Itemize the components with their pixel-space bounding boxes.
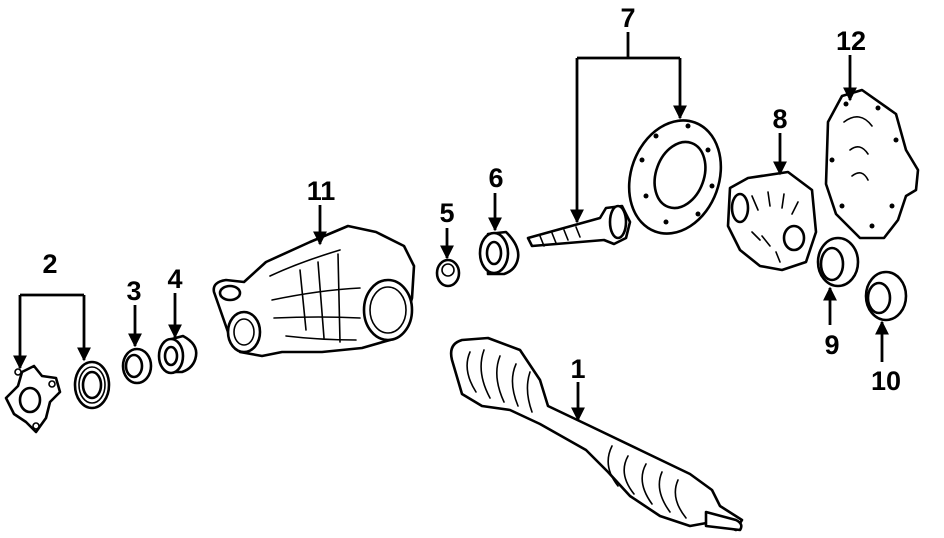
part-2-flange	[4, 364, 62, 434]
callout-10: 10	[871, 366, 901, 396]
part-4-bearing	[157, 334, 198, 375]
part-7-pinion	[526, 204, 632, 248]
part-3-race	[121, 347, 153, 385]
part-10-seal	[864, 270, 908, 322]
callout-8: 8	[772, 104, 787, 134]
callout-7: 7	[620, 3, 635, 33]
part-5-bushing	[435, 258, 461, 288]
callout-6: 6	[488, 163, 503, 193]
callout-numbers: 2 3 4 11 5 6 7 8 12 9 10 1	[42, 3, 901, 396]
part-1-axle-shaft	[449, 336, 744, 532]
callout-4: 4	[167, 264, 182, 294]
part-12-cover	[824, 88, 920, 240]
part-6-bearing	[478, 230, 520, 276]
part-9-bearing	[816, 236, 860, 288]
part-11-housing	[212, 224, 416, 358]
part-2-seal	[73, 360, 111, 410]
callout-11: 11	[307, 176, 336, 206]
callout-12: 12	[836, 26, 866, 56]
callout-2: 2	[42, 249, 57, 279]
part-7-ring-gear	[627, 119, 723, 235]
callout-1: 1	[570, 354, 585, 384]
callout-3: 3	[126, 276, 141, 306]
callout-5: 5	[439, 198, 454, 228]
leader-lines	[13, 32, 889, 422]
part-8-carrier	[726, 170, 818, 272]
callout-9: 9	[824, 330, 839, 360]
